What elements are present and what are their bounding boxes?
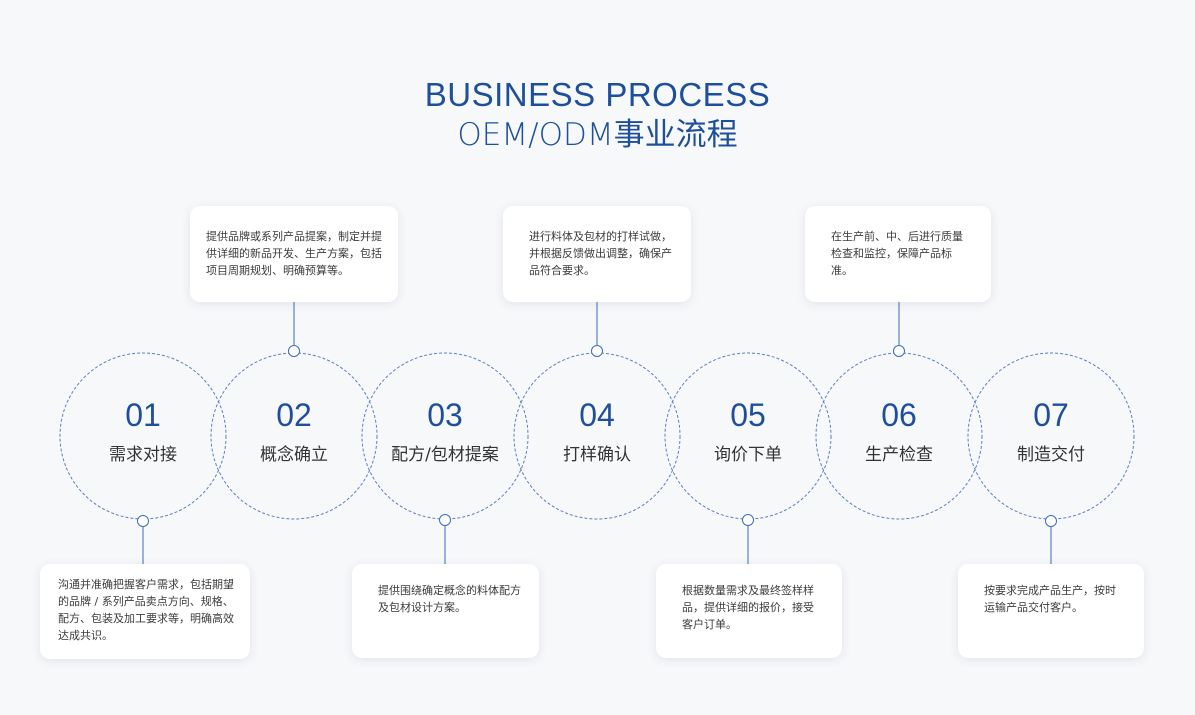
connector-dot-06: [893, 345, 905, 357]
card-text: 根据数量需求及最终签样样品，提供详细的报价，接受客户订单。: [682, 584, 814, 631]
connector-dot-03: [439, 514, 451, 526]
card-text: 沟通并准确把握客户需求，包括期望的品牌 / 系列产品卖点方向、规格、配方、包装及…: [58, 578, 234, 642]
step-number: 02: [276, 397, 312, 433]
step-label: 配方/包材提案: [391, 445, 499, 465]
step-07: 07 制造交付: [968, 353, 1134, 519]
step-number: 01: [125, 397, 161, 433]
step-05: 05 询价下单: [665, 353, 831, 519]
step-04: 04 打样确认: [514, 353, 680, 519]
step-01: 01 需求对接: [60, 353, 226, 519]
step-number: 03: [427, 397, 463, 433]
step-label: 需求对接: [109, 445, 177, 465]
connector-dot-02: [288, 345, 300, 357]
title-chinese: OEM/ODM事业流程: [457, 117, 738, 153]
step-06: 06 生产检查: [816, 353, 982, 519]
step-label: 概念确立: [260, 445, 328, 465]
card-text: 提供围绕确定概念的料体配方及包材设计方案。: [378, 584, 521, 614]
card-text: 进行料体及包材的打样试做，并根据反馈做出调整，确保产品符合要求。: [529, 230, 672, 277]
description-card-06: 在生产前、中、后进行质量检查和监控，保障产品标准。: [805, 206, 991, 302]
card-text: 按要求完成产品生产，按时运输产品交付客户。: [984, 584, 1116, 614]
card-text: 在生产前、中、后进行质量检查和监控，保障产品标准。: [831, 230, 963, 277]
step-number: 07: [1033, 397, 1069, 433]
connector-dot-01: [137, 515, 149, 527]
step-number: 06: [881, 397, 917, 433]
description-card-05: 根据数量需求及最终签样样品，提供详细的报价，接受客户订单。: [656, 564, 842, 658]
description-card-02: 提供品牌或系列产品提案，制定并提供详细的新品开发、生产方案，包括项目周期规划、明…: [190, 206, 398, 302]
step-label: 生产检查: [865, 445, 933, 465]
step-label: 询价下单: [714, 445, 782, 465]
step-number: 04: [579, 397, 615, 433]
description-card-03: 提供围绕确定概念的料体配方及包材设计方案。: [352, 564, 539, 658]
step-03: 03 配方/包材提案: [362, 353, 528, 519]
title-english: BUSINESS PROCESS: [424, 76, 771, 113]
step-02: 02 概念确立: [211, 353, 377, 519]
description-card-07: 按要求完成产品生产，按时运输产品交付客户。: [958, 564, 1144, 658]
card-text: 提供品牌或系列产品提案，制定并提供详细的新品开发、生产方案，包括项目周期规划、明…: [206, 230, 382, 277]
step-label: 打样确认: [563, 445, 631, 465]
step-number: 05: [730, 397, 766, 433]
step-label: 制造交付: [1017, 445, 1085, 465]
connector-group: [137, 300, 1057, 566]
description-card-04: 进行料体及包材的打样试做，并根据反馈做出调整，确保产品符合要求。: [503, 206, 691, 302]
connector-dot-04: [591, 345, 603, 357]
title-block: BUSINESS PROCESS OEM/ODM事业流程: [0, 76, 1195, 156]
connector-dot-05: [742, 514, 754, 526]
connector-dot-07: [1045, 515, 1057, 527]
description-card-01: 沟通并准确把握客户需求，包括期望的品牌 / 系列产品卖点方向、规格、配方、包装及…: [40, 564, 250, 659]
